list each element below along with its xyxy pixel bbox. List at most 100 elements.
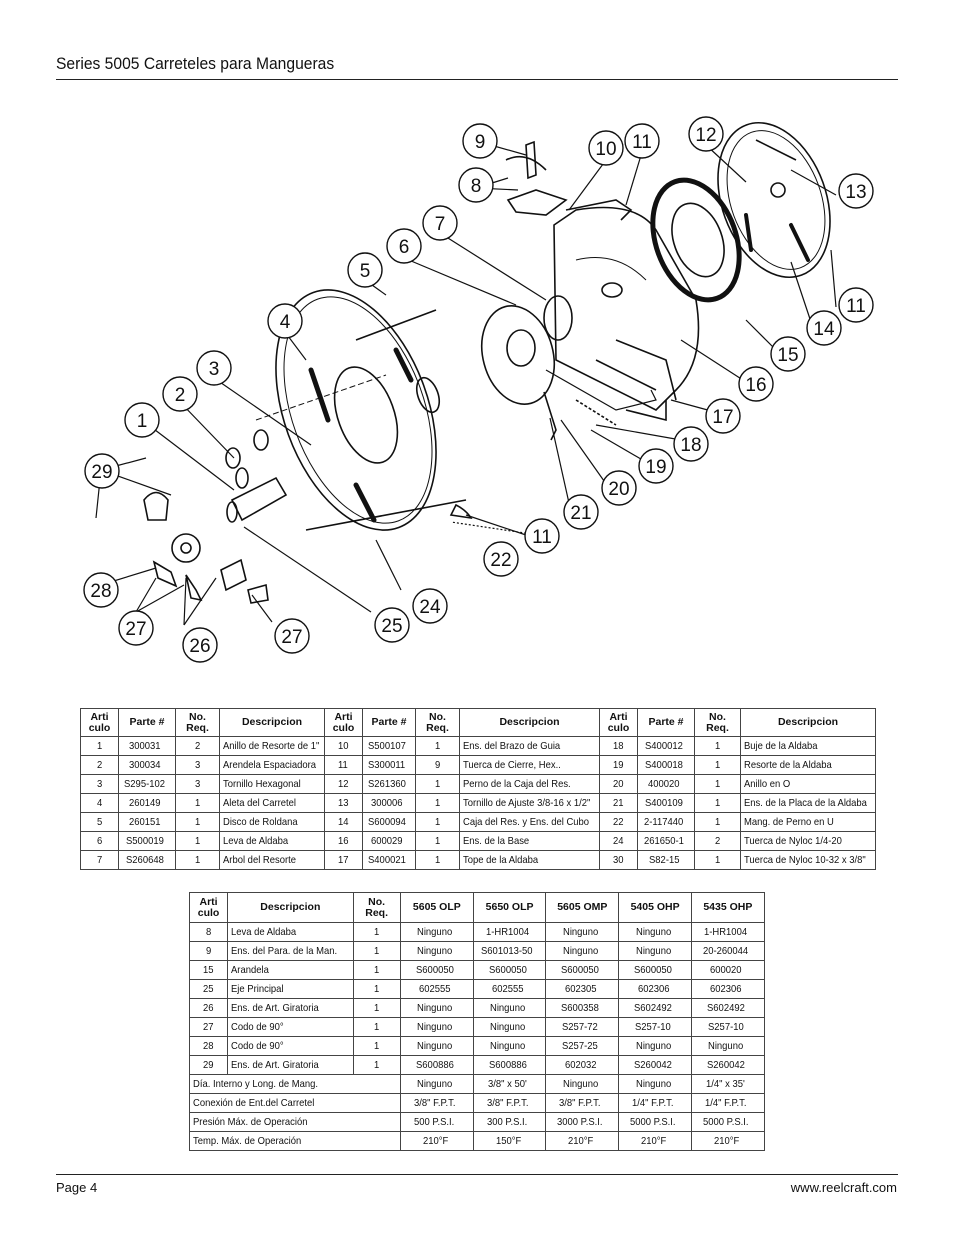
callout-label: 15: [777, 345, 798, 366]
table-cell: 1/4" x 35': [690, 1074, 766, 1094]
column-header: 5605 OLP: [399, 892, 474, 923]
column-header: Parte #: [637, 708, 695, 737]
table-cell: 2: [175, 736, 220, 756]
table-cell: 3: [175, 755, 220, 775]
shaft-swivel-drawing: [143, 374, 473, 604]
table-cell: Anillo en O: [740, 774, 876, 794]
table-cell: 1/4" F.P.T.: [618, 1093, 692, 1113]
table-cell: 1: [415, 812, 460, 832]
exploded-parts-diagram: 1234567891011121311141516171819202111222…: [83, 116, 874, 663]
callout-bubble: [412, 588, 448, 624]
table-cell: 1: [352, 1055, 401, 1075]
column-header: Descripcion: [219, 708, 325, 737]
table-cell: 1: [352, 998, 401, 1018]
table-cell: 1: [694, 793, 741, 813]
table-cell: Resorte de la Aldaba: [740, 755, 876, 775]
table-cell: Ninguno: [545, 941, 620, 961]
table-cell: 210°F: [690, 1131, 766, 1151]
table-cell: 500 P.S.I.: [399, 1112, 474, 1132]
table-cell: Ninguno: [545, 1074, 620, 1094]
table-cell: Presión Máx. de Operación: [189, 1112, 401, 1132]
reel-flange-drawing: [275, 289, 467, 531]
callout-bubble: [624, 123, 660, 159]
table-cell: 7: [80, 850, 119, 870]
table-cell: Ens. del Para. de la Man.: [227, 941, 354, 961]
callout-label: 22: [490, 550, 511, 571]
callout-bubble: [483, 541, 519, 577]
table-cell: 300031: [118, 736, 176, 756]
table-cell: 1: [415, 736, 460, 756]
table-cell: S600094: [362, 812, 416, 832]
table-cell: 22: [599, 812, 638, 832]
table-cell: 2: [694, 831, 741, 851]
spring-casing-drawing: [543, 206, 700, 422]
column-header: 5435 OHP: [690, 892, 766, 923]
table-cell: 1: [694, 850, 741, 870]
table-cell: Ninguno: [472, 1036, 547, 1056]
table-cell: Ninguno: [399, 941, 474, 961]
table-cell: 30: [599, 850, 638, 870]
table-cell: Leva de Aldaba: [219, 831, 325, 851]
callout-label: 17: [712, 407, 733, 428]
table-cell: Tope de la Aldaba: [459, 850, 600, 870]
table-cell: S602492: [618, 998, 692, 1018]
table-cell: Tuerca de Nyloc 1/4-20: [740, 831, 876, 851]
table-cell: Conexión de Ent.del Carretel: [189, 1093, 401, 1113]
callout-bubble: [563, 494, 599, 530]
callout-bubble: [118, 610, 154, 646]
table-cell: 1/4" F.P.T.: [690, 1093, 766, 1113]
callout-label: 5: [360, 261, 371, 282]
table-cell: 400020: [637, 774, 695, 794]
column-header: Descripcion: [740, 708, 876, 737]
table-cell: S600358: [545, 998, 620, 1018]
table-cell: 1: [694, 736, 741, 756]
callout-bubble: [196, 350, 232, 386]
table-cell: Perno de la Caja del Res.: [459, 774, 600, 794]
callout-bubble: [738, 366, 774, 402]
table-cell: S600050: [545, 960, 620, 980]
table-cell: S257-72: [545, 1017, 620, 1037]
table-cell: S257-25: [545, 1036, 620, 1056]
table-cell: S601013-50: [472, 941, 547, 961]
table-cell: S600050: [399, 960, 474, 980]
table-cell: 15: [188, 960, 229, 980]
table-cell: 29: [188, 1055, 229, 1075]
callout-label: 27: [125, 619, 146, 640]
callout-label: 20: [608, 479, 629, 500]
column-header: 5605 OMP: [545, 892, 620, 923]
table-cell: 13: [324, 793, 363, 813]
table-cell: 602555: [399, 979, 474, 999]
table-cell: Ninguno: [399, 1036, 474, 1056]
table-cell: 20-260044: [690, 941, 766, 961]
table-cell: 20: [599, 774, 638, 794]
callout-bubble: [601, 470, 637, 506]
footer-rule: [56, 1174, 898, 1175]
table-cell: Ens. de Art. Giratoria: [227, 1055, 354, 1075]
table-cell: 3000 P.S.I.: [545, 1112, 620, 1132]
callout-bubble: [838, 173, 874, 209]
table-cell: Tornillo Hexagonal: [219, 774, 325, 794]
table-cell: 1: [352, 960, 401, 980]
table-cell: 260151: [118, 812, 176, 832]
table-cell: 1: [175, 850, 220, 870]
table-cell: Anillo de Resorte de 1": [219, 736, 325, 756]
table-cell: Leva de Aldaba: [227, 922, 354, 942]
callout-bubble: [638, 448, 674, 484]
column-header: 5650 OLP: [472, 892, 547, 923]
table-cell: 602306: [690, 979, 766, 999]
callout-bubble: [83, 572, 119, 608]
table-cell: 25: [188, 979, 229, 999]
callout-label: 16: [745, 375, 766, 396]
callout-bubble: [182, 627, 218, 663]
header-rule: [56, 79, 898, 80]
table-cell: Disco de Roldana: [219, 812, 325, 832]
